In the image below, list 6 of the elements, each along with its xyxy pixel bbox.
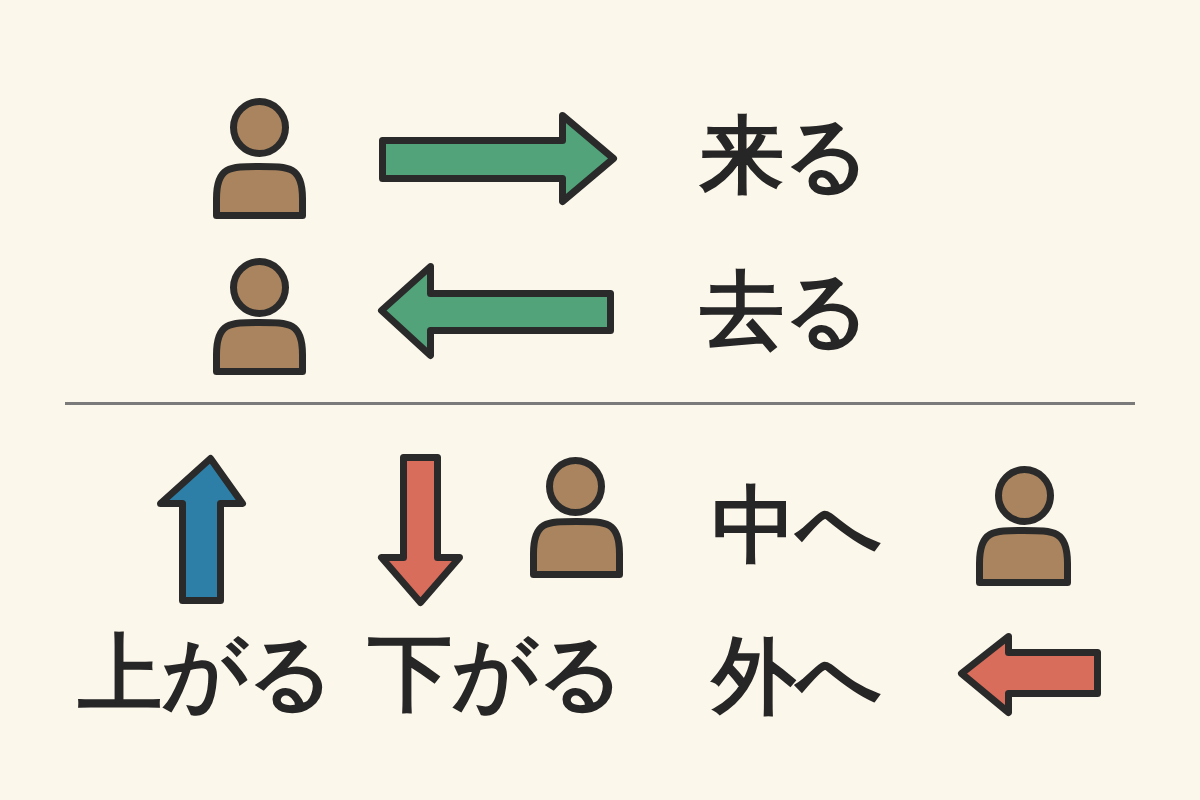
word-label: 去る bbox=[700, 268, 870, 352]
word-label: 下がる bbox=[368, 631, 624, 715]
word-label: 来る bbox=[700, 113, 870, 197]
word-label: 外へ bbox=[712, 634, 882, 718]
word-label: 上がる bbox=[78, 631, 334, 715]
word-label: 中へ bbox=[712, 483, 882, 567]
